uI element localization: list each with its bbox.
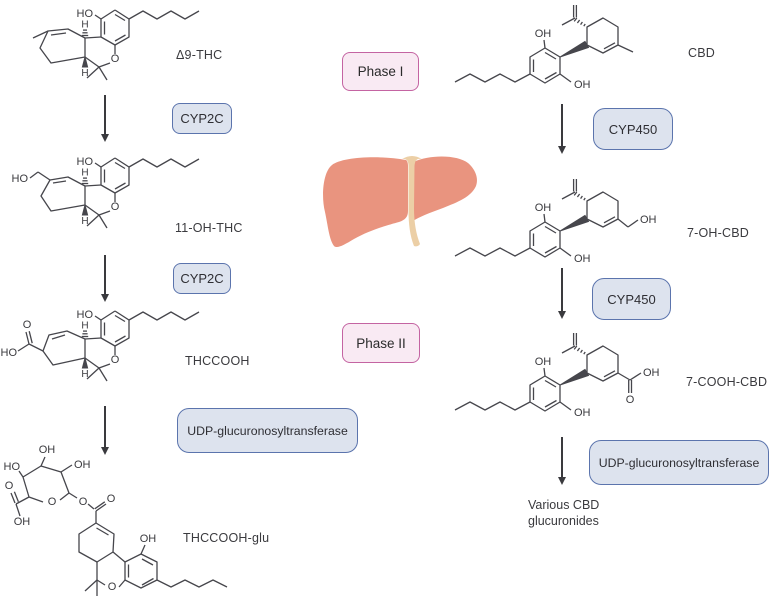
label-thccooh-glu: THCCOOH-glu (183, 531, 270, 545)
structure-cbd: OH OH (454, 5, 634, 91)
structure-thccooh: HO O H H O HO (1, 309, 200, 382)
label-line: Various CBD (528, 498, 600, 512)
atom-label: O (79, 496, 88, 508)
label-7-cooh-cbd: 7-COOH-CBD (686, 375, 768, 389)
liver-left-lobe (323, 157, 408, 248)
label-thccooh: THCCOOH (185, 354, 250, 368)
liver-ligament (402, 156, 422, 247)
enzyme-label: CYP450 (608, 121, 658, 137)
atom-label: O (107, 493, 116, 505)
atom-label: O (108, 581, 117, 593)
liver-illustration (323, 156, 478, 248)
atom-label: HO (77, 8, 94, 20)
label-line: glucuronides (528, 514, 599, 528)
arrow-thc-1 (101, 95, 108, 142)
atom-label: O (23, 319, 32, 331)
atom-label: HO (4, 461, 21, 473)
atom-label: HO (77, 156, 94, 168)
atom-label: OH (640, 214, 657, 226)
atom-label: H (81, 369, 88, 380)
atom-label: OH (574, 407, 591, 419)
phase-1-label: Phase I (357, 64, 404, 79)
phase-2-label: Phase II (356, 335, 406, 351)
atom-label: H (81, 321, 88, 332)
phase-2-box: Phase II (342, 323, 420, 363)
atom-label: O (111, 354, 120, 366)
enzyme-cyp450-box-1: CYP450 (593, 108, 673, 150)
enzyme-udp-box-left: UDP-glucuronosyltransferase (177, 408, 358, 453)
liver-right-lobe (412, 156, 478, 221)
enzyme-cyp450-box-2: CYP450 (592, 278, 671, 320)
structure-11-oh-thc: HO O H H HO (12, 156, 200, 229)
enzyme-label: UDP-glucuronosyltransferase (598, 455, 760, 470)
atom-label: O (5, 480, 14, 492)
phase-1-box: Phase I (342, 52, 419, 91)
label-delta9-thc: Δ9-THC (176, 48, 223, 62)
arrow-thc-2 (101, 255, 108, 302)
atom-label: OH (535, 28, 552, 40)
atom-label: OH (74, 459, 91, 471)
structure-7-oh-cbd: OH OH OH (454, 179, 657, 265)
arrow-thc-3 (101, 406, 108, 455)
atom-label: O (48, 496, 57, 508)
enzyme-cyp2c-box-2: CYP2C (173, 263, 231, 294)
enzyme-cyp2c-box-1: CYP2C (172, 103, 232, 134)
atom-label: OH (535, 356, 552, 368)
atom-label: O (111, 53, 120, 65)
structure-delta9-thc: HO O H H (32, 8, 200, 81)
atom-label: HO (1, 347, 18, 359)
atom-label: HO (77, 309, 94, 321)
atom-label: O (111, 201, 120, 213)
arrow-cbd-1 (558, 104, 565, 154)
atom-label: H (81, 68, 88, 79)
enzyme-label: CYP2C (180, 111, 224, 126)
label-11-oh-thc: 11-OH-THC (175, 221, 243, 235)
atom-label: O (626, 394, 635, 406)
atom-label: OH (574, 79, 591, 91)
atom-label: H (81, 168, 88, 179)
arrow-cbd-2 (558, 268, 565, 319)
atom-label: OH (39, 444, 56, 456)
atom-label: HO (12, 173, 29, 185)
label-various-cbd-glucuronides: Various CBD glucuronides (528, 497, 599, 529)
label-cbd: CBD (688, 46, 715, 60)
enzyme-label: CYP450 (607, 291, 656, 307)
label-7-oh-cbd: 7-OH-CBD (687, 226, 750, 240)
atom-label: OH (643, 367, 660, 379)
structure-7-cooh-cbd: OH OH O OH (454, 333, 660, 419)
atom-label: OH (140, 533, 157, 545)
atom-label: H (81, 216, 88, 227)
arrow-cbd-3 (558, 437, 565, 485)
atom-label: H (81, 20, 88, 31)
enzyme-udp-box-right: UDP-glucuronosyltransferase (589, 440, 769, 485)
atom-label: OH (14, 516, 31, 528)
enzyme-label: UDP-glucuronosyltransferase (187, 423, 348, 438)
enzyme-label: CYP2C (180, 271, 224, 286)
atom-label: OH (574, 253, 591, 265)
atom-label: OH (535, 202, 552, 214)
structure-thccooh-glu: O HO OH OH O OH O O OH (4, 444, 228, 596)
